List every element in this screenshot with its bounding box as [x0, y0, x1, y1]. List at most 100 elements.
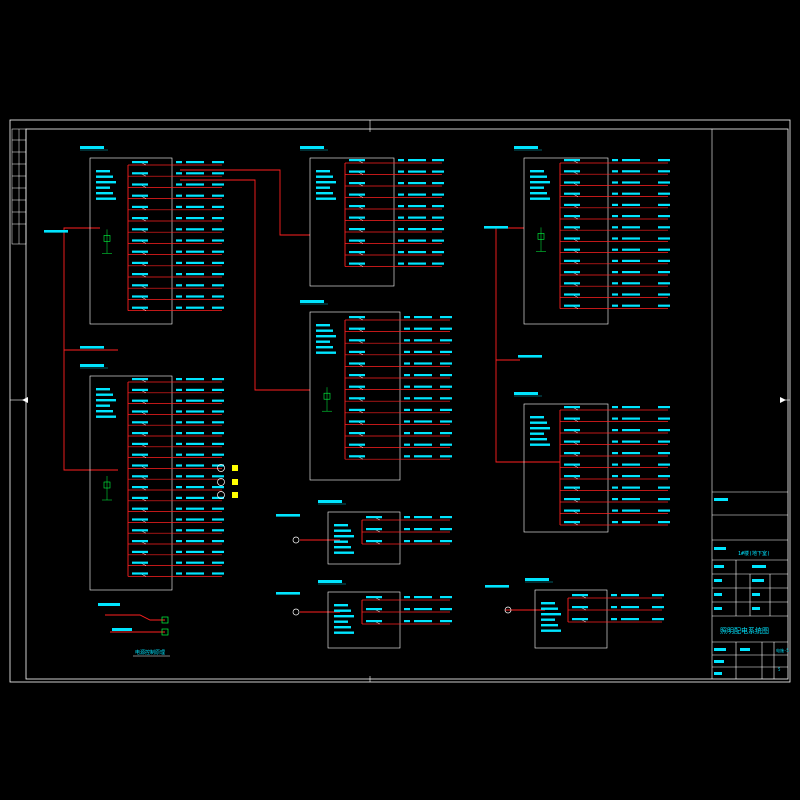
circuit-number	[176, 228, 182, 231]
breaker-spec	[564, 259, 580, 262]
cable-spec	[414, 420, 432, 423]
circuit-number	[612, 170, 618, 173]
load-name	[658, 406, 670, 409]
circuit-number	[176, 217, 182, 220]
incoming-spec	[541, 613, 561, 616]
load-name	[658, 259, 670, 262]
incoming-spec	[96, 181, 116, 184]
panel-label	[300, 300, 324, 303]
circuit-number	[404, 327, 410, 330]
cable-spec	[622, 486, 640, 489]
circuit-number	[404, 516, 410, 519]
load-name	[440, 596, 452, 599]
cable-spec	[622, 452, 640, 455]
incoming-spec	[96, 170, 110, 173]
cable-spec	[414, 455, 432, 458]
breaker-spec	[132, 228, 148, 231]
drawing-title: 照明配电系统图	[720, 626, 769, 635]
incoming-spec	[334, 609, 351, 612]
load-name	[432, 193, 444, 196]
cable-spec	[622, 282, 640, 285]
panel-label	[514, 146, 538, 149]
breaker-spec	[564, 463, 580, 466]
breaker-spec	[349, 339, 365, 342]
breaker-spec	[132, 217, 148, 220]
cable-spec	[186, 239, 204, 242]
title-block-field	[740, 648, 750, 651]
breaker-spec	[564, 271, 580, 274]
breaker-spec	[564, 293, 580, 296]
load-name	[658, 429, 670, 432]
circuit-number	[398, 228, 404, 231]
breaker-spec	[366, 540, 382, 543]
circuit-number	[612, 203, 618, 206]
binding-strip	[11, 128, 27, 245]
load-name	[658, 304, 670, 307]
circuit-number	[404, 608, 410, 611]
distribution-box	[534, 589, 608, 649]
load-name	[652, 594, 664, 597]
incoming-spec	[316, 340, 330, 343]
breaker-spec	[349, 316, 365, 319]
cable-spec	[186, 228, 204, 231]
breaker-spec	[366, 516, 382, 519]
breaker-spec	[132, 453, 148, 456]
breaker-spec	[132, 421, 148, 424]
incoming-spec	[541, 607, 558, 610]
cable-spec	[622, 259, 640, 262]
load-name	[440, 362, 452, 365]
breaker-spec	[132, 442, 148, 445]
feeder-label	[44, 230, 68, 233]
cable-spec	[186, 518, 204, 521]
circuit-number	[176, 250, 182, 253]
feeder-label	[485, 585, 509, 588]
circuit-number	[404, 362, 410, 365]
cable-spec	[622, 463, 640, 466]
breaker-spec	[349, 385, 365, 388]
load-name	[658, 293, 670, 296]
cable-spec	[186, 550, 204, 553]
circuit-number	[176, 378, 182, 381]
breaker-spec	[349, 205, 365, 208]
cable-spec	[414, 432, 432, 435]
load-name	[432, 239, 444, 242]
circuit-number	[404, 540, 410, 543]
load-name	[440, 528, 452, 531]
cable-spec	[408, 228, 426, 231]
load-name	[432, 159, 444, 162]
cable-spec	[414, 408, 432, 411]
circuit-number	[176, 550, 182, 553]
load-name	[212, 561, 224, 564]
incoming-spec	[96, 393, 113, 396]
incoming-spec	[334, 604, 348, 607]
cable-spec	[186, 486, 204, 489]
breaker-spec	[132, 388, 148, 391]
cable-spec	[186, 432, 204, 435]
title-block-field	[714, 660, 724, 663]
circuit-number	[404, 528, 410, 531]
load-name	[432, 216, 444, 219]
cable-spec	[186, 205, 204, 208]
incoming-spec	[530, 438, 547, 441]
incoming-spec	[316, 181, 336, 184]
incoming-spec	[530, 175, 547, 178]
breaker-spec	[564, 509, 580, 512]
distribution-box	[309, 157, 395, 287]
distribution-box	[309, 311, 401, 481]
breaker-spec	[132, 464, 148, 467]
cable-spec	[622, 498, 640, 501]
load-name	[212, 194, 224, 197]
incoming-spec	[334, 631, 354, 634]
cable-spec	[408, 193, 426, 196]
circuit-number	[176, 496, 182, 499]
sheet-inner-border	[25, 128, 789, 680]
incoming-spec	[96, 192, 113, 195]
cable-spec	[414, 374, 432, 377]
incoming-spec	[334, 626, 351, 629]
cable-spec	[622, 429, 640, 432]
load-name	[440, 408, 452, 411]
circuit-number	[612, 463, 618, 466]
incoming-spec	[530, 432, 544, 435]
circuit-number	[404, 385, 410, 388]
breaker-spec	[564, 304, 580, 307]
